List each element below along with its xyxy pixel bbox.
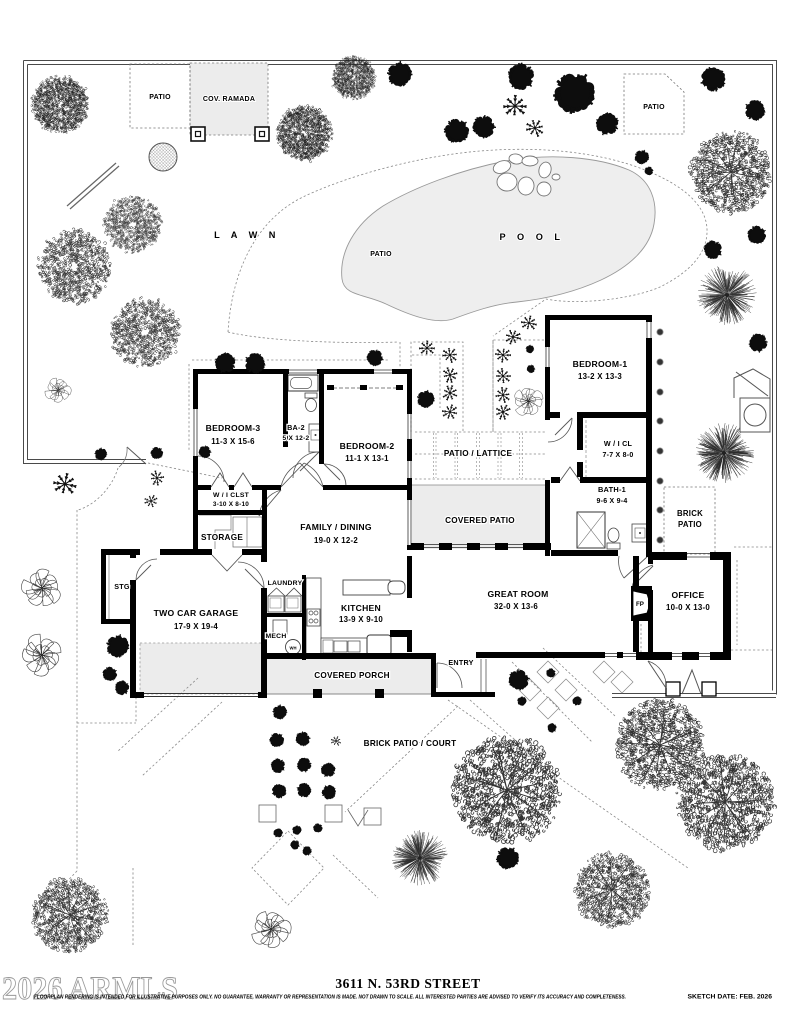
svg-text:COV. RAMADA: COV. RAMADA bbox=[203, 96, 255, 103]
svg-text:PATIO: PATIO bbox=[643, 104, 665, 111]
svg-text:BATH-1: BATH-1 bbox=[598, 485, 626, 494]
svg-text:OFFICE: OFFICE bbox=[671, 590, 704, 600]
svg-text:BA-2: BA-2 bbox=[287, 423, 305, 432]
svg-text:11-1 X 13-1: 11-1 X 13-1 bbox=[345, 454, 389, 463]
svg-text:COVERED PATIO: COVERED PATIO bbox=[445, 516, 515, 525]
svg-text:FLOORPLAN RENDERING IS INTENDE: FLOORPLAN RENDERING IS INTENDED FOR ILLU… bbox=[34, 995, 626, 1001]
svg-text:13-2 X 13-3: 13-2 X 13-3 bbox=[578, 372, 622, 381]
svg-text:STORAGE: STORAGE bbox=[201, 533, 243, 542]
svg-text:KITCHEN: KITCHEN bbox=[341, 603, 381, 613]
svg-text:11-3 X 15-6: 11-3 X 15-6 bbox=[211, 437, 255, 446]
svg-text:BEDROOM-1: BEDROOM-1 bbox=[573, 359, 628, 369]
svg-text:ENTRY: ENTRY bbox=[448, 658, 473, 667]
svg-text:13-9 X 9-10: 13-9 X 9-10 bbox=[339, 615, 383, 624]
svg-text:PATIO / LATTICE: PATIO / LATTICE bbox=[444, 449, 513, 458]
svg-text:LAUNDRY: LAUNDRY bbox=[268, 580, 303, 587]
svg-text:TWO CAR GARAGE: TWO CAR GARAGE bbox=[154, 608, 239, 618]
svg-text:COVERED PORCH: COVERED PORCH bbox=[314, 671, 390, 680]
svg-text:BEDROOM-2: BEDROOM-2 bbox=[340, 441, 395, 451]
svg-text:2026 ARMLS: 2026 ARMLS bbox=[2, 971, 178, 1007]
svg-text:PATIO: PATIO bbox=[149, 94, 171, 101]
svg-text:3-10 X 8-10: 3-10 X 8-10 bbox=[213, 501, 249, 508]
svg-text:FAMILY / DINING: FAMILY / DINING bbox=[300, 522, 372, 532]
svg-text:9-6 X 9-4: 9-6 X 9-4 bbox=[596, 498, 627, 505]
svg-text:SKETCH DATE: FEB. 2026: SKETCH DATE: FEB. 2026 bbox=[688, 994, 773, 1001]
svg-text:17-9 X 19-4: 17-9 X 19-4 bbox=[174, 622, 218, 631]
svg-text:MECH: MECH bbox=[265, 633, 286, 640]
svg-text:19-0 X 12-2: 19-0 X 12-2 bbox=[314, 536, 358, 545]
svg-text:GREAT ROOM: GREAT ROOM bbox=[487, 589, 548, 599]
svg-text:BEDROOM-3: BEDROOM-3 bbox=[206, 423, 261, 433]
svg-text:PATIO: PATIO bbox=[678, 520, 702, 529]
svg-text:W / I CLST: W / I CLST bbox=[213, 492, 250, 499]
svg-text:P O O L: P O O L bbox=[499, 232, 564, 242]
svg-text:STG: STG bbox=[114, 582, 130, 591]
svg-text:5 X 12-2: 5 X 12-2 bbox=[283, 435, 310, 442]
svg-text:7-7 X 8-0: 7-7 X 8-0 bbox=[602, 452, 633, 459]
svg-text:3611 N. 53RD STREET: 3611 N. 53RD STREET bbox=[335, 976, 480, 991]
svg-text:FP: FP bbox=[636, 601, 644, 608]
svg-text:BRICK: BRICK bbox=[677, 509, 703, 518]
svg-text:PATIO: PATIO bbox=[370, 251, 392, 258]
svg-text:10-0 X 13-0: 10-0 X 13-0 bbox=[666, 603, 710, 612]
svg-text:32-0 X 13-6: 32-0 X 13-6 bbox=[494, 602, 538, 611]
svg-text:WH: WH bbox=[290, 646, 297, 651]
svg-text:BRICK PATIO / COURT: BRICK PATIO / COURT bbox=[364, 739, 457, 748]
svg-text:W / I CL: W / I CL bbox=[604, 439, 633, 448]
svg-text:L A W N: L A W N bbox=[214, 230, 280, 240]
